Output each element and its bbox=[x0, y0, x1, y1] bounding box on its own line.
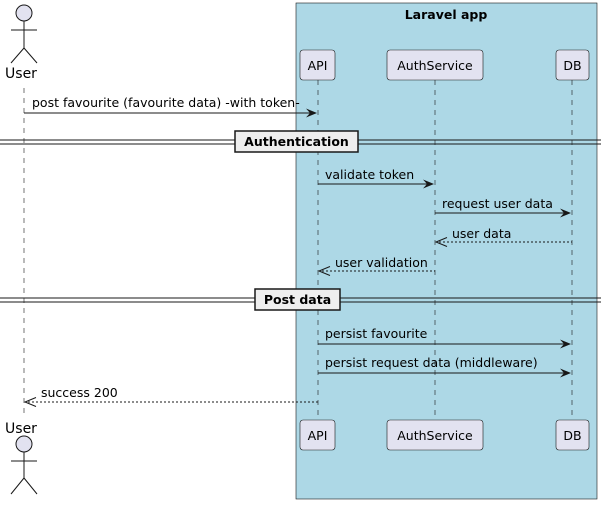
svg-text:request user data: request user data bbox=[442, 196, 553, 211]
svg-text:success 200: success 200 bbox=[41, 385, 118, 400]
actor-user-bottom-label: User bbox=[5, 421, 37, 437]
actor-user-top-label: User bbox=[5, 66, 37, 82]
message-success-200: success 200 bbox=[23, 385, 318, 407]
svg-text:validate token: validate token bbox=[325, 167, 414, 182]
actor-head-icon bbox=[15, 435, 33, 453]
participant-api-top: API bbox=[299, 49, 336, 81]
message-persist-request-data: persist request data (middleware) bbox=[318, 355, 571, 378]
message-request-user-data: request user data bbox=[435, 196, 571, 218]
svg-text:AuthService: AuthService bbox=[397, 58, 473, 73]
svg-text:user validation: user validation bbox=[335, 255, 428, 270]
participant-db-bottom: DB bbox=[555, 419, 590, 451]
svg-text:API: API bbox=[308, 428, 328, 443]
svg-text:Post data: Post data bbox=[264, 292, 331, 307]
actor-user-top bbox=[10, 4, 38, 64]
group-title: Laravel app bbox=[405, 7, 488, 22]
svg-text:persist favourite: persist favourite bbox=[325, 326, 428, 341]
svg-text:Authentication: Authentication bbox=[244, 134, 349, 149]
group-box bbox=[295, 2, 598, 500]
actor-user-bottom bbox=[10, 435, 38, 495]
divider-authentication: Authentication bbox=[0, 130, 601, 153]
message-validate-token: validate token bbox=[318, 167, 434, 189]
lifelines bbox=[23, 80, 573, 420]
svg-text:post favourite (favourite data: post favourite (favourite data) -with to… bbox=[32, 95, 300, 110]
actor-head-icon bbox=[15, 4, 33, 22]
message-user-validation: user validation bbox=[317, 255, 435, 276]
svg-text:persist request data (middlewa: persist request data (middleware) bbox=[325, 355, 538, 370]
message-user-data: user data bbox=[434, 226, 572, 247]
svg-text:DB: DB bbox=[563, 58, 581, 73]
svg-text:user data: user data bbox=[452, 226, 511, 241]
divider-post-data: Post data bbox=[0, 288, 601, 311]
participant-auth-bottom: AuthService bbox=[386, 419, 484, 451]
message-persist-favourite: persist favourite bbox=[318, 326, 571, 349]
participant-db-top: DB bbox=[555, 49, 590, 81]
participant-api-bottom: API bbox=[299, 419, 336, 451]
svg-text:DB: DB bbox=[563, 428, 581, 443]
participant-auth-top: AuthService bbox=[386, 49, 484, 81]
svg-text:API: API bbox=[308, 58, 328, 73]
svg-text:AuthService: AuthService bbox=[397, 428, 473, 443]
message-post-favourite: post favourite (favourite data) -with to… bbox=[24, 95, 317, 118]
